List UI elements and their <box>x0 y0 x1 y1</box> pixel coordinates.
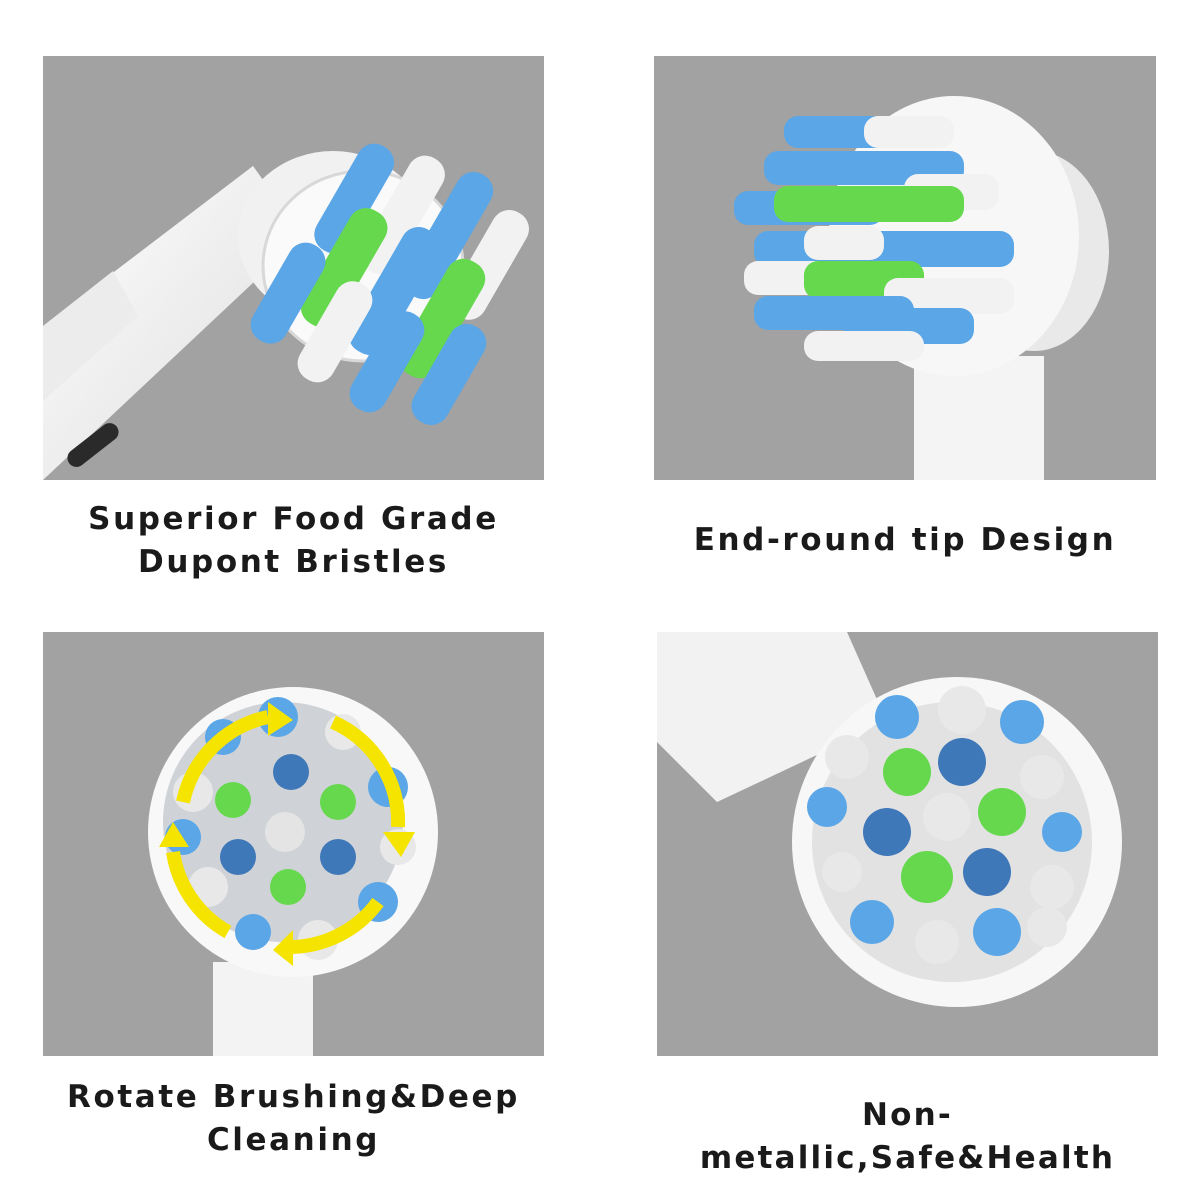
caption-non-metallic: Non-metallic,Safe&Health <box>657 1094 1158 1180</box>
photo-brush-head-front <box>654 56 1156 480</box>
caption-line: Superior Food Grade <box>88 501 499 537</box>
rotation-arrow-icon <box>166 710 406 955</box>
brush-head-rotation-illustration <box>148 687 438 1056</box>
caption-line: Cleaning <box>206 1122 381 1158</box>
brush-head-nonmetallic-illustration <box>657 632 1122 1007</box>
caption-line: Dupont Bristles <box>138 544 449 580</box>
brush-head-front-illustration <box>734 96 1109 480</box>
caption-rotate-brushing: Rotate Brushing&Deep Cleaning <box>43 1076 544 1162</box>
brush-neck <box>43 166 303 480</box>
caption-superior-food-grade: Superior Food Grade Dupont Bristles <box>43 498 544 584</box>
photo-brush-head-nonmetallic <box>657 632 1158 1056</box>
brush-head-angled-illustration <box>43 143 529 480</box>
caption-line: Non-metallic,Safe&Health <box>699 1097 1116 1176</box>
caption-end-round-tip: End-round tip Design <box>654 519 1156 562</box>
photo-brush-head-angled <box>43 56 544 480</box>
caption-line: Rotate Brushing&Deep <box>67 1079 520 1115</box>
bristle-tufts <box>250 143 529 426</box>
bristle-tufts <box>734 116 1014 361</box>
bristle-tufts <box>807 686 1082 964</box>
photo-brush-head-rotation <box>43 632 544 1056</box>
inner-tufts <box>215 754 356 905</box>
caption-line: End-round tip Design <box>693 522 1117 558</box>
